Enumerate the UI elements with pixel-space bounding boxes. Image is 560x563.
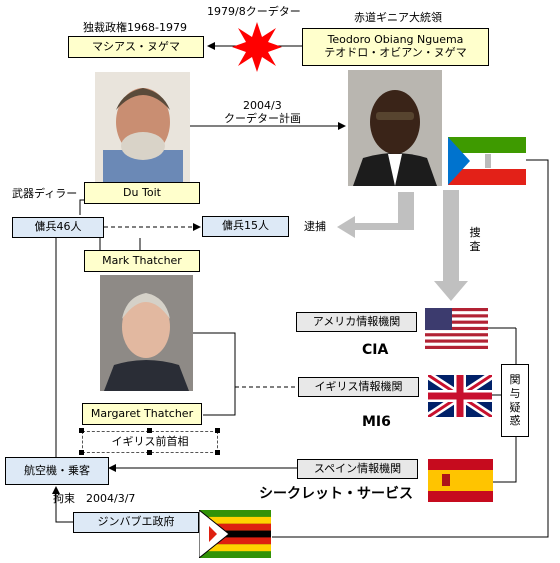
detention-label: 拘束 2004/3/7 [53,492,136,505]
selection-handle[interactable] [79,450,84,455]
selection-handle[interactable] [215,450,220,455]
cia-label: CIA [362,342,389,358]
coup-1979-label: 1979/8クーデター [207,5,301,18]
selection-handle[interactable] [147,428,152,433]
equatorial-guinea-flag [448,137,526,185]
coup-plan-date: 2004/3 [243,99,282,112]
investigation-char-1: 捜 [469,226,481,240]
investigation-label: 捜 査 [466,222,484,258]
du-toit-box: Du Toit [84,182,200,204]
selection-handle[interactable] [79,428,84,433]
explosion-icon [232,22,282,72]
cooperation-suspicion-box: 関 与 疑 惑 [501,364,529,437]
selection-handle[interactable] [147,450,152,455]
uk-intel-box: イギリス情報機関 [298,377,419,397]
investigation-char-2: 査 [469,240,481,253]
dictator-period-label: 独裁政権1968-1979 [83,21,187,34]
obiang-name-jp: テオドロ・オビアン・ヌゲマ [324,46,467,59]
uk-flag [428,375,492,417]
us-intel-box: アメリカ情報機関 [296,312,417,332]
cooperation-char-2: 与 [509,386,521,400]
selection-handle[interactable] [215,428,220,433]
usa-flag [425,308,488,349]
macias-box: マシアス・ヌゲマ [68,36,204,58]
cooperation-char-4: 惑 [509,414,521,428]
aircraft-passengers-box: 航空機・乗客 [5,457,109,485]
es-intel-box: スペイン情報機関 [297,459,418,479]
mark-thatcher-box: Mark Thatcher [84,250,200,272]
coup-plan-label: クーデター計画 [224,112,301,125]
cooperation-char-3: 疑 [509,400,521,414]
former-pm-box[interactable]: イギリス前首相 [82,431,218,453]
arms-dealer-label: 武器ディラー [12,187,78,200]
arrest-label: 逮捕 [304,220,326,233]
spain-flag [428,459,493,502]
cooperation-char-1: 関 [509,373,521,386]
mercs-46-box: 傭兵46人 [12,217,104,238]
obiang-box: Teodoro Obiang Nguema テオドロ・オビアン・ヌゲマ [302,28,489,66]
margaret-thatcher-photo [100,275,193,391]
obiang-name-en: Teodoro Obiang Nguema [327,33,464,47]
president-title-label: 赤道ギニア大統領 [354,11,442,24]
secret-service-label: シークレット・サービス [259,486,413,502]
zimbabwe-gov-box: ジンバブエ政府 [73,512,199,533]
du-toit-photo [95,72,190,182]
zimbabwe-flag [199,510,271,558]
margaret-thatcher-box: Margaret Thatcher [82,403,202,425]
mi6-label: MI6 [362,414,391,430]
mercs-15-box: 傭兵15人 [202,216,289,237]
obiang-photo [348,70,442,186]
